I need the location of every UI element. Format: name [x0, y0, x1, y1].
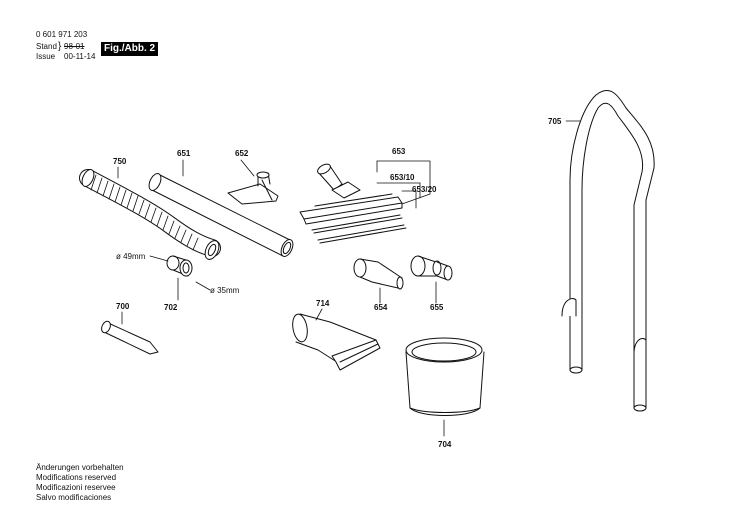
nozzle-652[interactable]	[227, 171, 279, 205]
doc-number: 0 601 971 203	[36, 30, 88, 39]
hose-750[interactable]	[79, 168, 222, 262]
leader-lines	[117, 120, 581, 437]
callout-704: 704	[438, 440, 452, 449]
callout-653: 653	[392, 147, 406, 156]
tube-651[interactable]	[147, 172, 296, 259]
wide-nozzle-714[interactable]	[291, 313, 381, 371]
stand-label: Stand	[36, 42, 57, 51]
figure-label: Fig./Abb. 2	[101, 42, 159, 56]
callout-655: 655	[430, 303, 444, 312]
modification-notes: Änderungen vorbehalten Modifications res…	[36, 463, 124, 503]
brace-icon: }	[58, 41, 62, 52]
note-de: Änderungen vorbehalten	[36, 463, 124, 472]
callout-750: 750	[113, 157, 127, 166]
adapter-702[interactable]	[166, 255, 193, 277]
crevice-tool-700[interactable]	[100, 320, 159, 355]
note-es: Salvo modificaciones	[36, 493, 112, 502]
adapter-655[interactable]	[410, 255, 453, 281]
filter-bucket-704[interactable]	[405, 337, 485, 416]
issue-value: 00-11-14	[64, 52, 96, 61]
callout-702: 702	[164, 303, 178, 312]
handle-705[interactable]	[561, 90, 655, 412]
dimension-35mm: ø 35mm	[210, 286, 240, 295]
stand-value: 98-01	[64, 42, 85, 51]
callout-714: 714	[316, 299, 330, 308]
note-it: Modificazioni reservee	[36, 483, 116, 492]
issue-label: Issue	[36, 52, 56, 61]
note-en: Modifications reserved	[36, 473, 117, 482]
callout-651: 651	[177, 149, 191, 158]
callout-653-20: 653/20	[412, 185, 437, 194]
callout-653-10: 653/10	[390, 173, 415, 182]
callout-652: 652	[235, 149, 249, 158]
callout-700: 700	[116, 302, 130, 311]
dimension-49mm: ø 49mm	[116, 252, 146, 261]
callout-705: 705	[548, 117, 562, 126]
nozzle-654[interactable]	[353, 258, 404, 290]
callout-654: 654	[374, 303, 388, 312]
floor-nozzle-653[interactable]	[299, 162, 407, 244]
